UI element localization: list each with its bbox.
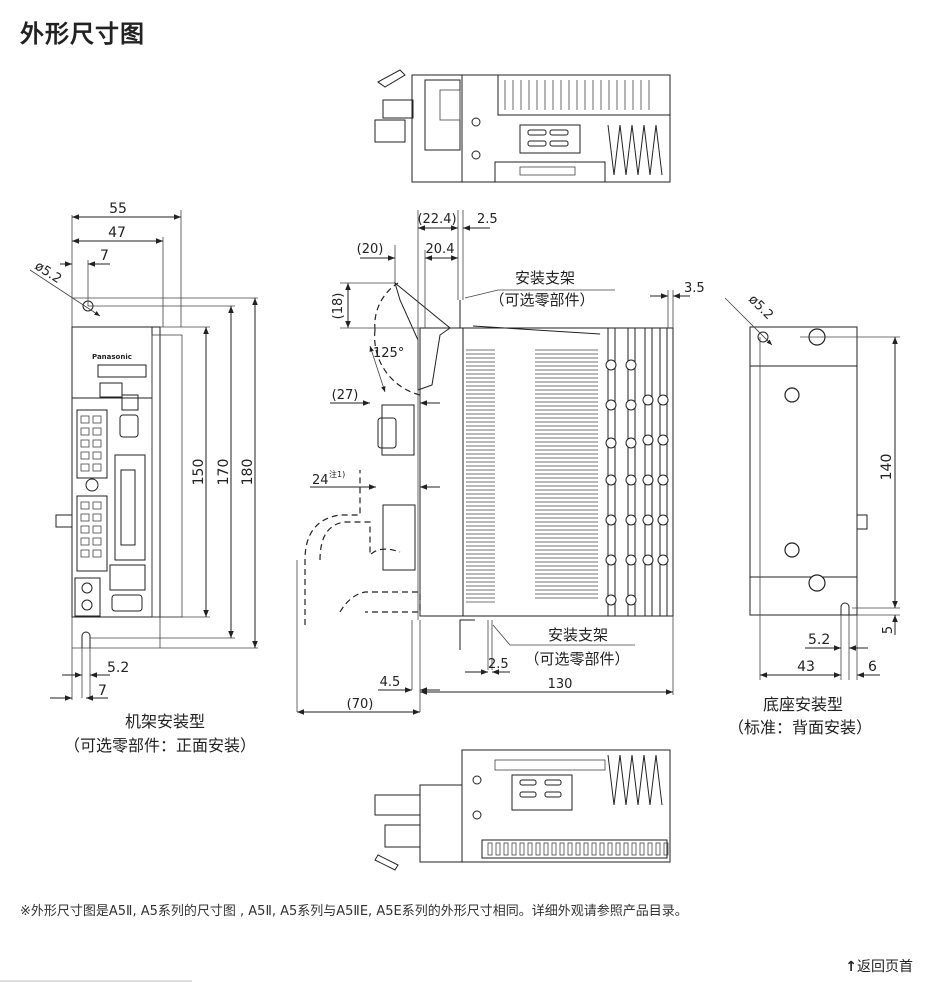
dimension-drawing: Panasonic — [29, 69, 900, 871]
rail-hole — [657, 514, 669, 526]
rail-hole — [605, 437, 617, 449]
vent-slot — [599, 842, 605, 856]
rail-hole — [657, 434, 669, 446]
vent-slot — [583, 842, 589, 856]
rail-hole — [625, 399, 637, 411]
dim-rear-5-2: 5.2 — [808, 632, 830, 648]
vent-slot — [639, 842, 645, 856]
dim-side-20: (20) — [357, 242, 384, 257]
rail-hole — [642, 474, 654, 486]
arrow-up-icon: ↑ — [845, 959, 857, 975]
rail-hole — [642, 434, 654, 446]
rear-view-subcaption: （标准：背面安装） — [728, 718, 872, 737]
vent-slot — [647, 842, 653, 856]
rail-hole — [625, 437, 637, 449]
dim-front-55: 55 — [109, 201, 127, 217]
vent-slot — [655, 842, 661, 856]
footer-divider — [0, 980, 192, 982]
dim-side-130: 130 — [548, 677, 573, 692]
rail-hole — [642, 554, 654, 566]
dim-side-angle: 125° — [373, 346, 404, 361]
rail-hole — [605, 514, 617, 526]
dim-side-24: 24 — [312, 473, 329, 488]
dim-front-7-top: 7 — [100, 248, 109, 264]
dim-side-3-5: 3.5 — [684, 281, 705, 296]
dim-front-47: 47 — [108, 225, 126, 241]
brand-logo: Panasonic — [92, 353, 132, 361]
vent-slot — [631, 842, 637, 856]
back-to-top-link[interactable]: ↑返回页首 — [845, 956, 913, 976]
rail-hole — [605, 554, 617, 566]
dim-rear-hole-dia: ø5.2 — [745, 292, 776, 323]
dim-side-4-5: 4.5 — [380, 675, 401, 690]
dim-side-18: (18) — [331, 293, 346, 320]
vent-slot — [559, 842, 565, 856]
top-view-drawing — [374, 69, 671, 183]
vent-slot — [591, 842, 597, 856]
dim-rear-43: 43 — [797, 659, 815, 675]
dim-front-7-bottom: 7 — [98, 683, 107, 699]
vent-slot — [543, 842, 549, 856]
vent-slot — [487, 842, 493, 856]
dim-rear-6: 6 — [868, 659, 877, 675]
back-to-top-label: 返回页首 — [857, 959, 913, 975]
bracket-bottom-sublabel: （可选零部件） — [524, 650, 629, 668]
dim-front-170: 170 — [216, 459, 232, 486]
bottom-view-drawing — [374, 749, 671, 871]
bracket-top-label: 安装支架 — [515, 269, 575, 287]
dim-side-24-note: 注1) — [329, 469, 345, 479]
front-view-subcaption: （可选零部件：正面安装） — [64, 736, 256, 755]
vent-slot — [623, 842, 629, 856]
rail-hole — [625, 514, 637, 526]
vent-slot — [503, 842, 509, 856]
rear-view-caption: 底座安装型 — [763, 695, 843, 714]
dim-side-22-4: (22.4) — [417, 212, 456, 227]
vent-slot — [551, 842, 557, 856]
rail-hole — [642, 394, 654, 406]
vent-slot — [527, 842, 533, 856]
vent-slot — [567, 842, 573, 856]
front-view-caption: 机架安装型 — [125, 712, 205, 731]
side-view-drawing: (22.4) 2.5 (20) 20.4 (18) 125° (27) 24 注… — [296, 210, 705, 715]
vent-slot — [511, 842, 517, 856]
rail-hole — [605, 594, 617, 606]
rail-hole — [657, 554, 669, 566]
dim-front-5-2: 5.2 — [107, 660, 129, 676]
vent-slot — [575, 842, 581, 856]
footnote: ※外形尺寸图是A5Ⅱ, A5系列的尺寸图 , A5Ⅱ, A5系列与A5ⅡE, A… — [20, 904, 688, 919]
vent-slot — [495, 842, 501, 856]
bracket-top-sublabel: （可选零部件） — [489, 291, 594, 309]
dim-front-180: 180 — [240, 459, 256, 486]
rail-hole — [657, 394, 669, 406]
vent-slot — [663, 842, 669, 856]
dim-side-70: (70) — [347, 697, 374, 712]
dim-side-2-5-top: 2.5 — [477, 212, 498, 227]
vent-slot — [615, 842, 621, 856]
rail-hole — [605, 359, 617, 371]
rail-hole — [625, 474, 637, 486]
dim-rear-140: 140 — [879, 454, 895, 481]
rail-hole — [642, 514, 654, 526]
rail-hole — [625, 359, 637, 371]
vent-slot — [607, 842, 613, 856]
rail-hole — [605, 474, 617, 486]
rail-hole — [657, 474, 669, 486]
bracket-bottom-label: 安装支架 — [548, 626, 608, 644]
dim-front-150: 150 — [191, 459, 207, 486]
vent-slot — [535, 842, 541, 856]
dim-front-hole-dia: ø5.2 — [32, 259, 64, 287]
front-view-drawing: Panasonic — [29, 201, 258, 755]
rail-hole — [625, 554, 637, 566]
rail-hole — [605, 399, 617, 411]
rear-view-drawing: ø5.2 140 5 5.2 43 6 底座安装型 （标准：背面安装） — [724, 292, 900, 737]
dim-side-2-5-bottom: 2.5 — [488, 657, 509, 672]
page-title: 外形尺寸图 — [20, 20, 145, 48]
vent-slot — [519, 842, 525, 856]
dim-side-27: (27) — [332, 388, 359, 403]
dim-side-20-4: 20.4 — [426, 242, 455, 257]
dim-rear-5: 5 — [881, 626, 896, 634]
rail-hole — [625, 594, 637, 606]
